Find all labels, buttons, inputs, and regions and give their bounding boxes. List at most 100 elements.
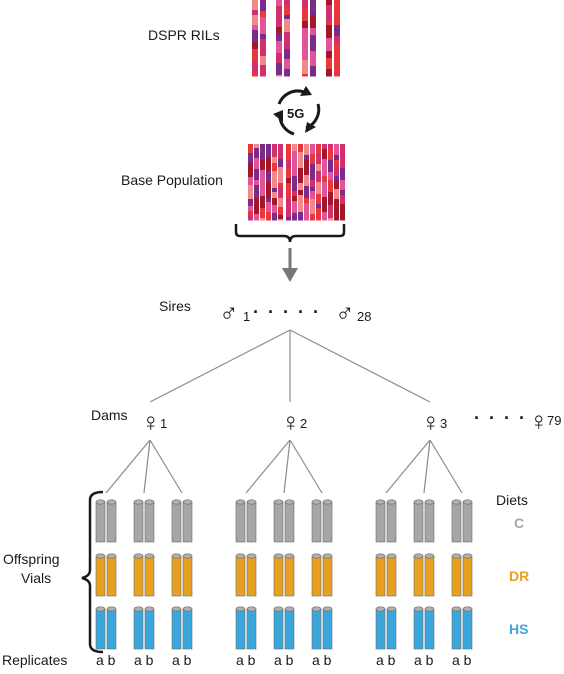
sire-last-number: 28 (357, 309, 371, 324)
vial (171, 499, 182, 543)
diets-header: Diets (496, 492, 528, 508)
base-chromosome (260, 144, 265, 221)
dams-row: ♀1♀2♀3 (141, 407, 447, 437)
dam-vial-line (429, 439, 463, 494)
vial (413, 606, 424, 650)
vial (322, 606, 333, 650)
vial (95, 553, 106, 597)
ril-chromosome (326, 0, 332, 77)
down-arrow-icon (282, 248, 298, 282)
dams-label: Dams (91, 407, 128, 423)
replicate-ab-label: a b (274, 652, 294, 668)
dam-last-number: 79 (547, 413, 561, 428)
vial (284, 553, 295, 597)
five-generation-cycle-icon (273, 86, 321, 136)
vial (246, 553, 257, 597)
base-chromosome (272, 144, 277, 221)
vial (386, 499, 397, 543)
base-population-chromosomes (248, 144, 345, 221)
ril-chromosome (302, 0, 308, 77)
dam-vial-line (283, 439, 291, 494)
vial (106, 553, 117, 597)
base-chromosome (248, 144, 253, 221)
vial (375, 499, 386, 543)
replicate-ab-label: a b (236, 652, 256, 668)
vial (322, 553, 333, 597)
vial (133, 499, 144, 543)
diet-label-hs: HS (509, 621, 528, 637)
vial (246, 499, 257, 543)
base-chromosome (278, 144, 283, 221)
vial (386, 553, 397, 597)
ril-chromosome (334, 0, 340, 77)
offspring-vials-grid (95, 499, 473, 650)
ril-chromosome (284, 0, 290, 77)
vial (462, 499, 473, 543)
dam-vial-line (423, 439, 431, 494)
vial (284, 606, 295, 650)
replicate-ab-label: a b (452, 652, 472, 668)
vial (413, 499, 424, 543)
dam-to-vial-lines (105, 439, 463, 494)
base-chromosome (316, 144, 321, 221)
female-symbol: ♀ (281, 407, 301, 437)
dam-number: 2 (300, 416, 307, 431)
vial (386, 606, 397, 650)
sire-first-number: 1 (243, 309, 250, 324)
vial (273, 553, 284, 597)
male-symbol-first: ♂ (219, 298, 239, 328)
vial (235, 553, 246, 597)
vial (246, 606, 257, 650)
ril-chromosome (252, 0, 258, 77)
sires-label: Sires (159, 298, 191, 314)
sires-ellipsis: · · · · · (253, 302, 321, 322)
offspring-label-line2: Vials (21, 570, 51, 586)
vial (311, 553, 322, 597)
dam-vial-line (385, 439, 431, 494)
vial (106, 606, 117, 650)
vial (171, 553, 182, 597)
base-chromosome (310, 144, 315, 221)
dam-number: 3 (440, 416, 447, 431)
base-chromosome (286, 144, 291, 221)
base-chromosome (334, 144, 339, 221)
sire-dam-line (289, 329, 431, 403)
female-symbol: ♀ (141, 407, 161, 437)
dam-vial-line (149, 439, 183, 494)
vial (451, 499, 462, 543)
female-symbol: ♀ (421, 407, 441, 437)
vial (235, 499, 246, 543)
vial (182, 553, 193, 597)
vial (284, 499, 295, 543)
vial (462, 553, 473, 597)
dam-vial-line (105, 439, 151, 494)
base-chromosome (254, 144, 259, 221)
base-chromosome (298, 144, 303, 221)
vial (311, 499, 322, 543)
base-chromosome (266, 144, 271, 221)
replicate-ab-label: a b (96, 652, 116, 668)
female-symbol-last: ♀ (529, 406, 549, 436)
ril-chromosome (260, 0, 266, 77)
vial (424, 553, 435, 597)
vial (182, 499, 193, 543)
sire-dam-line (149, 329, 291, 403)
base-population-label: Base Population (121, 172, 223, 188)
vial (106, 499, 117, 543)
base-chromosome (328, 144, 333, 221)
replicate-ab-label: a b (172, 652, 192, 668)
vial (413, 553, 424, 597)
vial (182, 606, 193, 650)
offspring-bracket (81, 490, 104, 654)
dam-vial-line (143, 439, 151, 494)
vial (144, 606, 155, 650)
diet-label-dr: DR (509, 568, 529, 584)
cycle-label: 5G (287, 106, 304, 121)
vial (462, 606, 473, 650)
vial (95, 606, 106, 650)
dspr-rils-label: DSPR RILs (148, 27, 220, 43)
vial (133, 606, 144, 650)
